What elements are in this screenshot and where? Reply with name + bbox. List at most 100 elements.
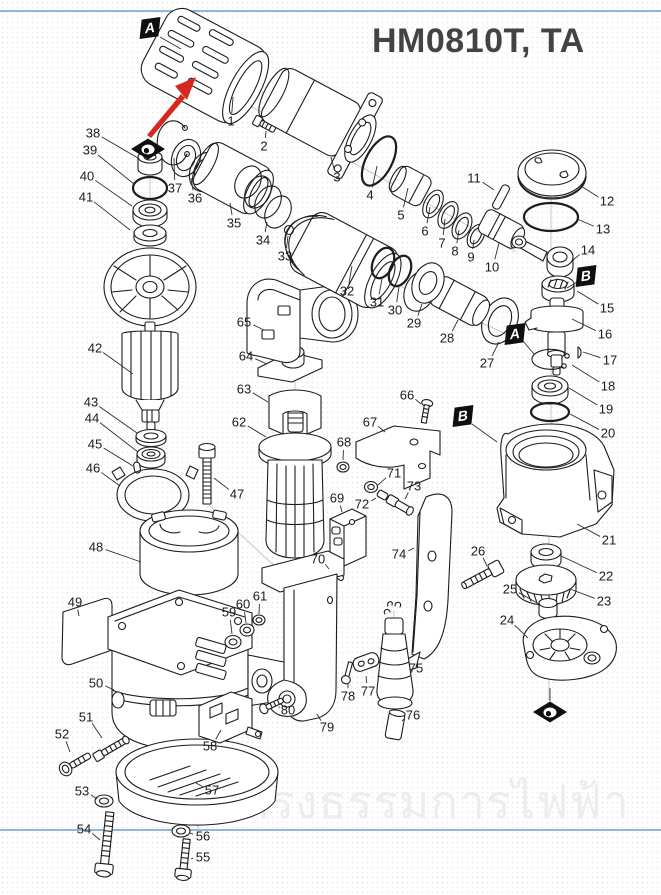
part-number-label-60: 60 <box>235 596 251 612</box>
part-number-label-39: 39 <box>82 142 98 158</box>
part-18-graphic <box>531 348 570 370</box>
part-61-graphic <box>252 614 266 626</box>
part-number-label-33: 33 <box>277 248 293 264</box>
part-68-graphic <box>336 461 350 473</box>
part-number-label-48: 48 <box>88 539 104 555</box>
part-number-label-72: 72 <box>354 496 370 512</box>
part-number-label-9: 9 <box>467 249 475 265</box>
part-number-label-27: 27 <box>479 355 495 371</box>
part-number-label-79: 79 <box>319 719 335 735</box>
part-21-graphic <box>496 423 615 538</box>
part-79-graphic <box>261 550 345 722</box>
part-number-label-41: 41 <box>78 189 94 205</box>
part-number-label-49: 49 <box>67 594 83 610</box>
part-50-graphic <box>107 589 285 750</box>
part-55-graphic <box>174 838 192 881</box>
part-number-label-19: 19 <box>598 401 614 417</box>
part-number-label-64: 64 <box>238 348 254 364</box>
part-number-label-57: 57 <box>204 782 220 798</box>
part-16-graphic <box>524 297 584 376</box>
part-number-label-55: 55 <box>195 849 211 865</box>
part-73-graphic <box>394 500 414 516</box>
part-number-label-24: 24 <box>499 612 515 628</box>
part-51-graphic <box>92 735 130 762</box>
part-number-label-43: 43 <box>83 394 99 410</box>
part-number-label-15: 15 <box>599 300 615 316</box>
part-number-label-34: 34 <box>255 232 271 248</box>
part-13-graphic <box>522 201 580 233</box>
part-66-graphic <box>420 398 434 424</box>
assembly-marker-a-icon: A <box>504 322 526 346</box>
part-number-label-28: 28 <box>439 330 455 346</box>
part-30-graphic <box>387 254 413 288</box>
top-border-line <box>0 10 661 12</box>
part-number-label-52: 52 <box>54 726 70 742</box>
part-71-graphic <box>363 480 379 494</box>
part-number-label-65: 65 <box>236 314 252 330</box>
part-number-label-74: 74 <box>391 546 407 562</box>
part-31-graphic <box>370 246 396 280</box>
part-number-label-59: 59 <box>221 604 237 620</box>
part-number-label-36: 36 <box>187 190 203 206</box>
part-80-graphic <box>259 697 284 715</box>
part-7-graphic <box>437 201 459 229</box>
part-42-graphic <box>103 247 197 431</box>
part-number-label-32: 32 <box>339 283 355 299</box>
part-number-label-56: 56 <box>195 828 211 844</box>
part-69-graphic <box>329 508 367 567</box>
part-number-label-73: 73 <box>406 478 422 494</box>
part-2-graphic <box>252 114 276 133</box>
part-number-label-26: 26 <box>470 543 486 559</box>
part-number-label-53: 53 <box>74 783 90 799</box>
part-number-label-14: 14 <box>580 242 596 258</box>
part-52-graphic <box>58 752 92 777</box>
model-title: HM0810T, TA <box>372 22 585 60</box>
part-74-graphic <box>403 493 453 673</box>
part-20-graphic <box>529 401 571 423</box>
part-number-label-22: 22 <box>598 568 614 584</box>
part-number-label-77: 77 <box>360 683 376 699</box>
part-28-graphic <box>429 276 491 326</box>
part-78-graphic <box>340 661 354 685</box>
part-number-label-70: 70 <box>310 551 326 567</box>
eye-glyph <box>141 144 155 154</box>
part-53-graphic <box>94 794 114 808</box>
part-number-label-16: 16 <box>597 326 613 342</box>
part-44-graphic <box>136 446 166 469</box>
part-65-graphic <box>246 278 359 364</box>
part-39-graphic <box>131 175 169 201</box>
part-number-label-58: 58 <box>202 738 218 754</box>
part-number-label-75: 75 <box>408 660 424 676</box>
part-number-label-44: 44 <box>84 410 100 426</box>
part-4-graphic <box>360 135 398 187</box>
part-54-graphic <box>94 811 115 878</box>
assembly-marker-a-icon: A <box>139 16 161 40</box>
part-59-graphic <box>224 634 242 650</box>
part-number-label-62: 62 <box>231 414 247 430</box>
part-24-graphic <box>522 615 617 681</box>
assembly-marker-b-icon: B <box>452 404 474 428</box>
part-58-graphic <box>198 691 263 744</box>
part-57-graphic <box>115 738 279 826</box>
part-number-label-8: 8 <box>451 243 459 259</box>
part-number-label-54: 54 <box>76 821 92 837</box>
part-number-label-18: 18 <box>600 378 616 394</box>
part-number-label-63: 63 <box>236 381 252 397</box>
part-41-graphic <box>133 224 167 247</box>
part-number-label-80: 80 <box>280 702 296 718</box>
part-25-graphic <box>538 597 558 620</box>
part-number-label-31: 31 <box>369 294 385 310</box>
assembly-marker-b-icon: B <box>575 264 597 288</box>
part-number-label-66: 66 <box>399 387 415 403</box>
part-48-graphic <box>139 509 239 596</box>
part-number-label-20: 20 <box>600 425 616 441</box>
part-number-label-69: 69 <box>329 490 345 506</box>
part-60-graphic <box>239 623 255 637</box>
part-76-graphic <box>384 709 406 741</box>
part-number-label-46: 46 <box>85 460 101 476</box>
diamond-eye-marker-icon <box>131 138 165 160</box>
part-number-label-51: 51 <box>78 709 94 725</box>
part-number-label-37: 37 <box>167 180 183 196</box>
part-45-graphic <box>133 461 142 474</box>
